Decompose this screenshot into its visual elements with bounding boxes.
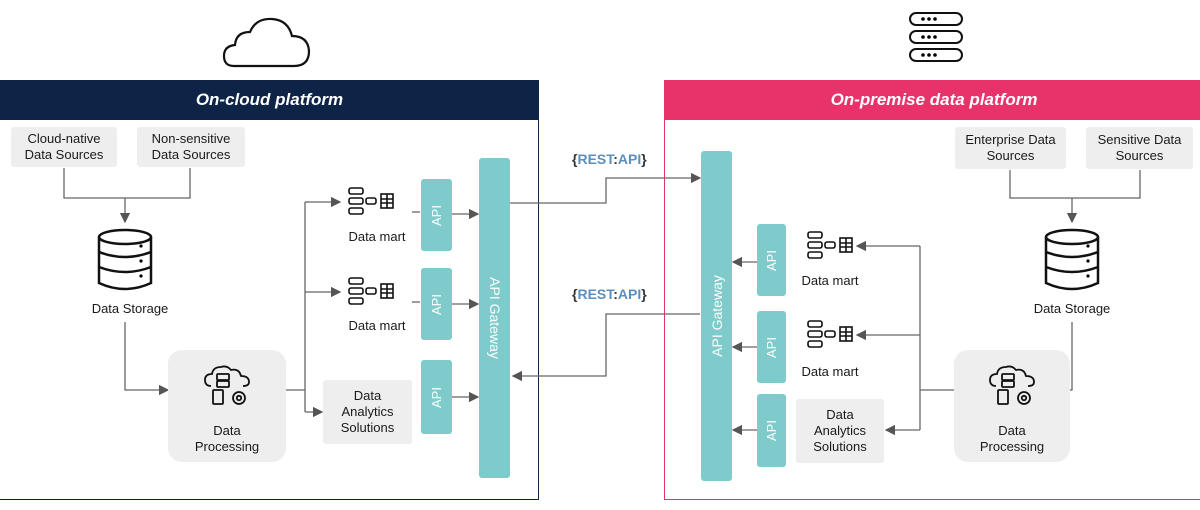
right-storage-label: Data Storage xyxy=(1033,301,1111,316)
right-api-gateway: API Gateway xyxy=(701,151,732,481)
right-processing-box xyxy=(954,350,1070,462)
left-storage-label: Data Storage xyxy=(91,301,169,316)
left-api-gateway: API Gateway xyxy=(479,158,510,478)
cloud-icon xyxy=(222,17,311,68)
data-mart-icon xyxy=(348,187,394,215)
right-api-3: API xyxy=(757,394,786,467)
right-analytics-box: Data Analytics Solutions xyxy=(796,399,884,463)
data-processing-icon xyxy=(204,365,250,405)
left-processing-label: Data Processing xyxy=(194,423,260,454)
data-mart-icon xyxy=(348,277,394,305)
on-cloud-header: On-cloud platform xyxy=(0,80,539,120)
data-processing-icon xyxy=(989,365,1035,405)
left-datamart-1-label: Data mart xyxy=(348,229,406,244)
right-datamart-1-label: Data mart xyxy=(801,273,859,288)
left-api-2: API xyxy=(421,268,452,340)
cloud-native-sources: Cloud-native Data Sources xyxy=(11,127,117,167)
right-processing-label: Data Processing xyxy=(979,423,1045,454)
data-mart-icon xyxy=(807,320,853,348)
server-rack-icon xyxy=(909,12,963,62)
database-icon xyxy=(1044,228,1100,291)
left-analytics-box: Data Analytics Solutions xyxy=(323,380,412,444)
rest-api-label-top: {REST:API} xyxy=(572,151,647,167)
sensitive-data-sources: Sensitive Data Sources xyxy=(1086,127,1193,169)
left-datamart-2-label: Data mart xyxy=(348,318,406,333)
non-sensitive-sources: Non-sensitive Data Sources xyxy=(137,127,245,167)
rest-api-label-bottom: {REST:API} xyxy=(572,286,647,302)
left-processing-box xyxy=(168,350,286,462)
data-mart-icon xyxy=(807,231,853,259)
right-api-2: API xyxy=(757,311,786,383)
right-api-1: API xyxy=(757,224,786,296)
enterprise-data-sources: Enterprise Data Sources xyxy=(955,127,1066,169)
on-premise-header: On-premise data platform xyxy=(664,80,1200,120)
on-cloud-title: On-cloud platform xyxy=(195,90,344,109)
left-api-1: API xyxy=(421,179,452,251)
right-datamart-2-label: Data mart xyxy=(801,364,859,379)
database-icon xyxy=(97,228,153,291)
on-premise-title: On-premise data platform xyxy=(830,90,1038,109)
left-api-3: API xyxy=(421,360,452,434)
